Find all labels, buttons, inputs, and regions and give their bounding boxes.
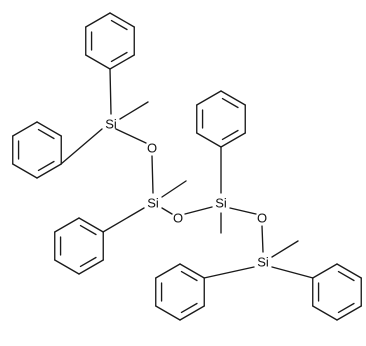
phenyl-ring-2-edge [12, 121, 38, 137]
phenyl-ring-2-edge [36, 121, 62, 137]
bond-si3-o3 [229, 207, 257, 215]
bond-si2-o2 [161, 207, 173, 215]
phenyl-ring-5-edge [179, 305, 205, 321]
phenyl-bond-si4-left [203, 266, 255, 279]
phenyl-ring-2-edge [36, 163, 62, 179]
phenyl-ring-4-edge [196, 132, 222, 148]
phenyl-ring-4-edge [220, 90, 246, 106]
phenyl-ring-5-edge [179, 263, 205, 279]
bond-o3-si4 [261, 225, 264, 253]
bond-o1-si2 [151, 155, 154, 194]
phenyl-ring-2-double-bond [37, 128, 55, 140]
phenyl-ring-4-edge [196, 90, 222, 106]
atom-label-o3: O [257, 211, 267, 226]
phenyl-ring-4-double-bond [221, 129, 239, 141]
phenyl-ring-2-edge [12, 163, 38, 179]
phenyl-ring-1-edge [85, 12, 111, 28]
phenyl-ring-1-double-bond [110, 19, 128, 31]
phenyl-ring-6-edge [336, 305, 362, 321]
phenyl-ring-3-double-bond [79, 256, 97, 268]
phenyl-ring-3-edge [78, 217, 104, 233]
phenyl-ring-5-double-bond [180, 302, 198, 314]
atom-label-o1: O [147, 141, 157, 156]
phenyl-ring-3-edge [54, 217, 80, 233]
bond-lines [12, 12, 362, 321]
phenyl-bond-si1-left [60, 128, 103, 165]
phenyl-bond-si1-top [109, 68, 112, 115]
phenyl-ring-1-edge [109, 54, 135, 70]
phenyl-ring-1-double-bond [110, 51, 128, 63]
methyl-bond-si2 [161, 180, 187, 198]
phenyl-ring-3-edge [78, 259, 104, 275]
phenyl-ring-3-edge [54, 259, 80, 275]
phenyl-ring-3-double-bond [79, 224, 97, 236]
phenyl-bond-si4-right [271, 266, 314, 279]
phenyl-ring-4-double-bond [221, 97, 239, 109]
atom-label-si1: Si [105, 117, 117, 132]
phenyl-ring-6-double-bond [337, 302, 355, 314]
methyl-bond-si1 [119, 101, 149, 120]
atom-label-o2: O [173, 211, 183, 226]
phenyl-ring-5-edge [155, 305, 181, 321]
phenyl-ring-5-double-bond [180, 270, 198, 282]
phenyl-ring-5-edge [155, 263, 181, 279]
phenyl-ring-4-edge [220, 132, 246, 148]
atom-label-si4: Si [257, 255, 269, 270]
phenyl-ring-6-edge [336, 263, 362, 279]
methyl-bond-si4 [271, 240, 299, 258]
bond-o2-si3 [184, 206, 213, 215]
phenyl-ring-6-double-bond [337, 270, 355, 282]
phenyl-ring-2-double-bond [37, 160, 55, 172]
atom-label-si2: Si [147, 196, 159, 211]
bond-si1-o1 [115, 128, 147, 144]
phenyl-ring-1-edge [85, 54, 111, 70]
phenyl-ring-6-edge [312, 263, 338, 279]
atom-label-si3: Si [215, 196, 227, 211]
phenyl-ring-1-edge [109, 12, 135, 28]
phenyl-ring-6-edge [312, 305, 338, 321]
phenyl-bond-si2 [102, 207, 145, 233]
